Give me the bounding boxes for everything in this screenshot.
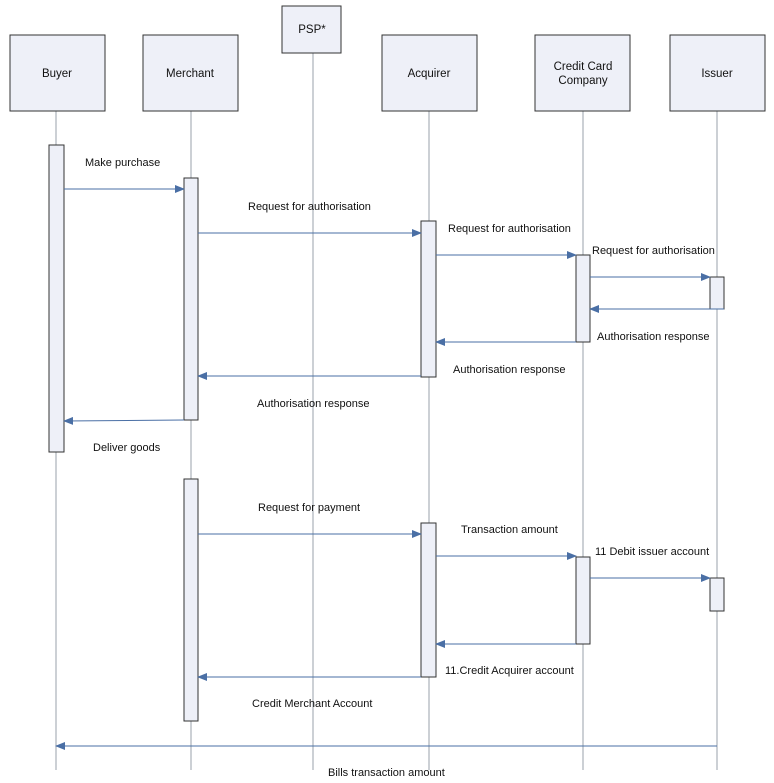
participant-psp: PSP*: [281, 5, 342, 54]
participant-merchant: Merchant: [142, 34, 239, 112]
message-deliver-goods: Deliver goods: [93, 442, 161, 454]
message-label: Request for authorisation: [248, 201, 371, 213]
message-request-authorisation-merchant-acquirer: Request for authorisation: [198, 201, 422, 237]
message-label: Transaction amount: [461, 524, 558, 536]
message-bills-transaction-amount: Bills transaction amount: [55, 742, 717, 779]
activation-acquirer-1: [420, 220, 437, 378]
participant-acquirer-label: Acquirer: [408, 68, 451, 80]
message-make-purchase: Make purchase: [64, 157, 185, 193]
message-label: Authorisation response: [597, 331, 710, 343]
message-label: 11 Debit issuer account: [595, 546, 709, 558]
message-label: Request for authorisation: [448, 223, 571, 235]
message-label: Deliver goods: [93, 442, 161, 454]
message-label: Bills transaction amount: [328, 767, 445, 779]
activation-issuer-2: [709, 577, 725, 612]
message-request-for-payment: Request for payment: [198, 502, 422, 538]
message-transaction-amount: Transaction amount: [436, 524, 577, 560]
message-request-authorisation-acquirer-ccc: Request for authorisation: [436, 223, 577, 259]
message-authorisation-response-acquirer-merchant: Authorisation response: [197, 364, 566, 380]
activation-acquirer-2: [420, 522, 437, 678]
activation-ccc-2: [575, 556, 591, 645]
activation-ccc-1: [575, 254, 591, 343]
participant-psp-label: PSP*: [298, 24, 326, 36]
message-label: Request for authorisation: [592, 245, 715, 257]
participant-buyer-label: Buyer: [42, 68, 72, 80]
participant-ccc-label-line1: Credit Card: [554, 61, 613, 73]
message-debit-issuer-account: 11 Debit issuer account: [590, 546, 711, 582]
message-authorisation-response-merchant-buyer: Authorisation response: [63, 398, 370, 425]
message-label: Request for payment: [258, 502, 360, 514]
message-label: Authorisation response: [257, 398, 370, 410]
activation-merchant-2: [183, 478, 199, 722]
message-authorisation-response-ccc-acquirer: Authorisation response: [435, 331, 710, 346]
activation-buyer: [48, 144, 65, 453]
participant-issuer: Issuer: [669, 34, 766, 112]
message-label: Authorisation response: [453, 364, 566, 376]
message-credit-acquirer-account: 11.Credit Acquirer account: [435, 640, 576, 677]
participant-issuer-label: Issuer: [701, 68, 732, 80]
activation-issuer-1: [709, 276, 725, 310]
message-label: 11.Credit Acquirer account: [445, 665, 574, 677]
message-request-authorisation-ccc-issuer: Request for authorisation: [590, 245, 715, 281]
participant-credit-card-company: Credit Card Company: [534, 34, 631, 112]
participant-buyer: Buyer: [9, 34, 106, 112]
message-label: Make purchase: [85, 157, 160, 169]
message-credit-merchant-account: Credit Merchant Account: [197, 673, 421, 710]
message-label: Credit Merchant Account: [252, 698, 372, 710]
participant-acquirer: Acquirer: [381, 34, 478, 112]
participant-merchant-label: Merchant: [166, 68, 215, 80]
activation-merchant-1: [183, 177, 199, 421]
participant-ccc-label-line2: Company: [558, 75, 607, 87]
